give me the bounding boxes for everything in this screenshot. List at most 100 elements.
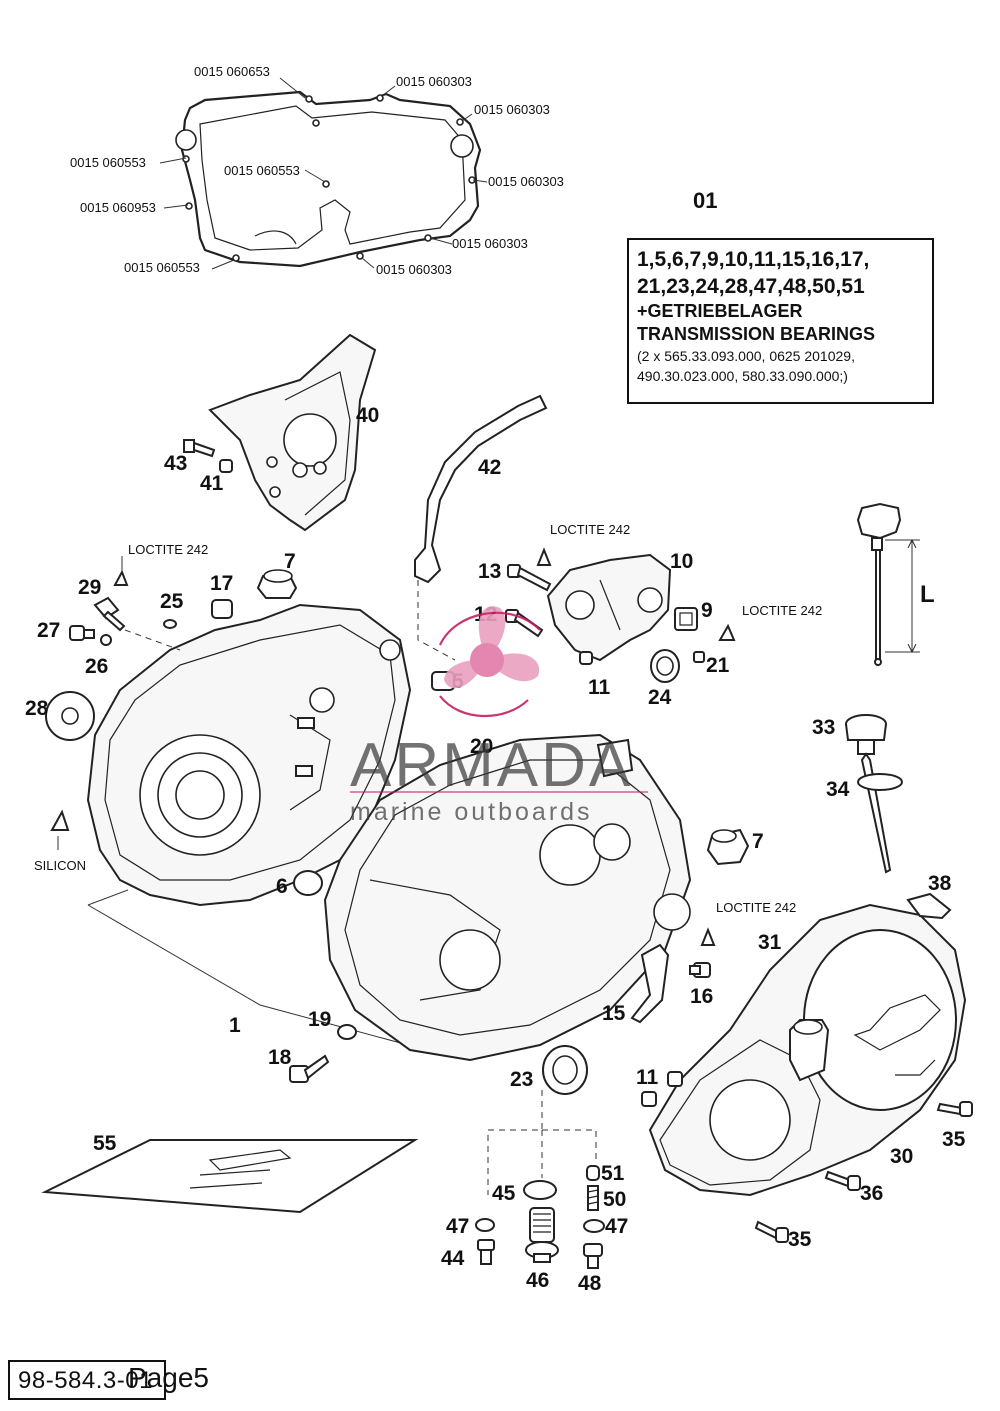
loctite-drop-29 bbox=[113, 569, 129, 586]
loctite-note: LOCTITE 242 bbox=[128, 542, 208, 557]
callout-31: 31 bbox=[758, 931, 782, 954]
sprocket-cover bbox=[208, 333, 377, 532]
callout-42: 42 bbox=[478, 456, 501, 479]
gasket-set-booklet-55 bbox=[41, 1139, 419, 1214]
callout-26: 26 bbox=[85, 655, 108, 678]
gasket-code: 0015 060303 bbox=[488, 174, 564, 189]
bolt-36 bbox=[824, 1170, 861, 1191]
page-label: Page5 bbox=[128, 1362, 209, 1393]
loctite-note: LOCTITE 242 bbox=[716, 900, 796, 915]
bearing-refs: 490.30.023.000, 580.33.090.000;) bbox=[637, 368, 848, 384]
right-crankcase-half bbox=[323, 733, 692, 1062]
clutch-cover-gasket bbox=[175, 90, 482, 268]
bolt-43 bbox=[183, 439, 216, 458]
bracket-42 bbox=[414, 394, 548, 584]
watermark-brand: ARMADA bbox=[350, 731, 634, 800]
oil-screw-29 bbox=[93, 596, 126, 632]
callout-44: 44 bbox=[441, 1247, 465, 1270]
callout-33: 33 bbox=[812, 716, 835, 739]
silicon-drop bbox=[50, 809, 70, 831]
plug-44 bbox=[477, 1239, 495, 1265]
gasket-part-codes: 0015 060653 0015 060303 0015 060303 0015… bbox=[70, 64, 564, 277]
callout-16: 16 bbox=[690, 985, 713, 1008]
washer-25 bbox=[163, 619, 177, 629]
callout-36: 36 bbox=[860, 1182, 883, 1205]
loctite-note: LOCTITE 242 bbox=[550, 522, 630, 537]
callout-35: 35 bbox=[942, 1128, 966, 1151]
loctite-note: LOCTITE 242 bbox=[742, 603, 822, 618]
callout-25: 25 bbox=[160, 590, 184, 613]
callout-9: 9 bbox=[701, 599, 713, 622]
assembly-contents-box: 1,5,6,7,9,10,11,15,16,17, 21,23,24,28,47… bbox=[627, 238, 934, 404]
dowel-11-a bbox=[667, 1071, 683, 1087]
silicon-note: SILICON bbox=[34, 858, 86, 873]
oil-screen-46 bbox=[525, 1207, 559, 1263]
gasket-code: 0015 060303 bbox=[452, 236, 528, 251]
bushing-6 bbox=[293, 870, 323, 896]
gasket-code: 0015 060303 bbox=[396, 74, 472, 89]
o-ring-45 bbox=[523, 1180, 557, 1200]
callout-20: 20 bbox=[470, 735, 493, 758]
callout-1: 1 bbox=[229, 1014, 241, 1037]
callout-43: 43 bbox=[164, 452, 187, 475]
seal-19 bbox=[337, 1024, 357, 1040]
needle-bearing-9 bbox=[674, 607, 698, 631]
dowel-11-b bbox=[641, 1091, 657, 1107]
oil-filler-plug-33 bbox=[845, 714, 892, 874]
dipstick-L bbox=[856, 502, 920, 666]
guide-15 bbox=[630, 943, 670, 1024]
callout-11: 11 bbox=[588, 676, 611, 699]
gasket-code: 0015 060553 bbox=[124, 260, 200, 275]
bolt-35-lower bbox=[754, 1220, 789, 1243]
screw-21 bbox=[693, 651, 705, 663]
bearing-23 bbox=[542, 1045, 588, 1095]
callout-55: 55 bbox=[93, 1132, 117, 1155]
callout-18: 18 bbox=[268, 1046, 292, 1069]
bolt-16 bbox=[689, 962, 711, 978]
gasket-code: 0015 060653 bbox=[194, 64, 270, 79]
clutch-cover bbox=[648, 903, 967, 1197]
seal-24 bbox=[650, 649, 680, 683]
plug-27 bbox=[69, 625, 95, 641]
callout-7: 7 bbox=[752, 830, 764, 853]
washer-47-left bbox=[475, 1218, 495, 1232]
loctite-drop-16 bbox=[700, 927, 716, 946]
callout-15: 15 bbox=[602, 1002, 626, 1025]
callout-30: 30 bbox=[890, 1145, 913, 1168]
gasket-code: 0015 060303 bbox=[376, 262, 452, 277]
o-ring-34 bbox=[857, 773, 903, 791]
watermark-tagline: marine outboards bbox=[350, 798, 593, 826]
catalog-code-box bbox=[8, 1360, 166, 1400]
bearing-label-en: TRANSMISSION BEARINGS bbox=[637, 324, 876, 344]
callout-41: 41 bbox=[200, 472, 224, 495]
assembly-notes: LOCTITE 242 LOCTITE 242 LOCTITE 242 LOCT… bbox=[34, 522, 935, 915]
callout-40: 40 bbox=[356, 404, 379, 427]
shift-housing-10 bbox=[546, 553, 672, 662]
callout-47: 47 bbox=[605, 1215, 628, 1238]
assembly-set-number: 01 bbox=[693, 188, 718, 213]
callout-50: 50 bbox=[603, 1188, 626, 1211]
callout-27: 27 bbox=[37, 619, 60, 642]
callout-48: 48 bbox=[578, 1272, 602, 1295]
bolt-35-upper bbox=[936, 1101, 973, 1117]
gasket-code: 0015 060953 bbox=[80, 200, 156, 215]
gasket-leader-lines bbox=[159, 77, 488, 270]
callout-45: 45 bbox=[492, 1182, 516, 1205]
callout-47: 47 bbox=[446, 1215, 469, 1238]
catalog-code: 98-584.3-01 bbox=[18, 1367, 153, 1394]
left-crankcase-half bbox=[86, 603, 412, 907]
callout-17: 17 bbox=[210, 572, 233, 595]
callout-38: 38 bbox=[928, 872, 952, 895]
callout-21: 21 bbox=[706, 654, 730, 677]
callout-11: 11 bbox=[636, 1066, 659, 1089]
callout-28: 28 bbox=[25, 697, 49, 720]
callout-24: 24 bbox=[648, 686, 672, 709]
armada-propeller-logo bbox=[438, 606, 541, 718]
gasket-code: 0015 060553 bbox=[224, 163, 300, 178]
pin-51 bbox=[586, 1165, 600, 1181]
loctite-drop-13 bbox=[536, 547, 552, 566]
callout-29: 29 bbox=[78, 576, 101, 599]
dowel-41 bbox=[219, 459, 233, 473]
dowel-11-top bbox=[579, 651, 593, 665]
